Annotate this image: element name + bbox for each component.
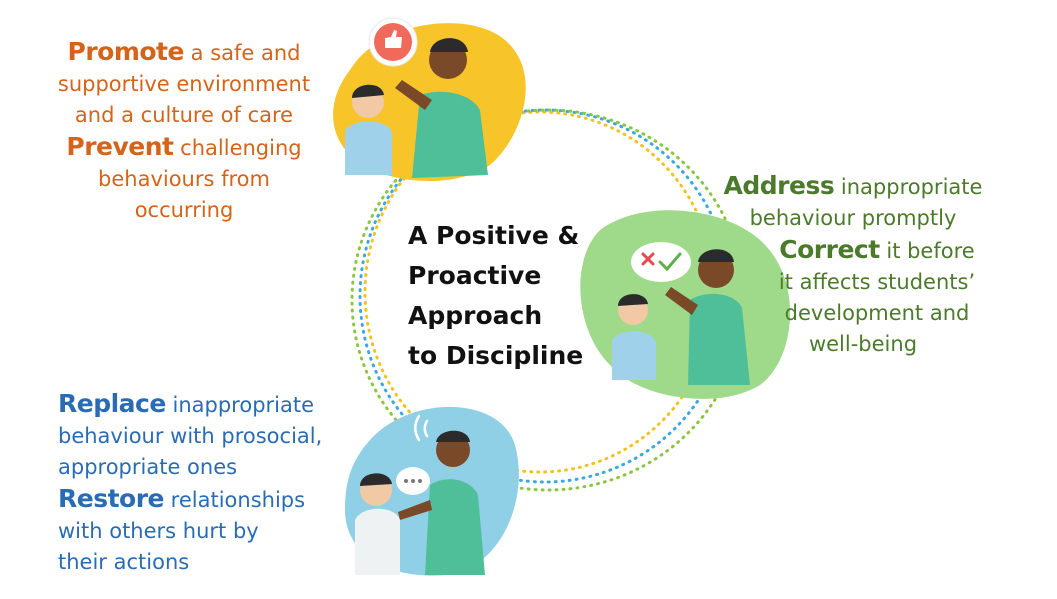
speech-dots-icon xyxy=(396,467,430,495)
keyword-address: Address xyxy=(723,171,835,200)
text-line: Correct it before xyxy=(779,235,975,264)
text-line: with others hurt by xyxy=(58,519,259,543)
keyword-replace: Replace xyxy=(58,389,166,418)
thumbs-up-icon xyxy=(368,17,418,67)
text-line: well-being xyxy=(808,332,918,356)
sound-waves-icon xyxy=(414,414,429,442)
center-title-line-3: Approach xyxy=(408,301,543,330)
text-line: development and xyxy=(784,301,970,325)
address-scene xyxy=(580,210,791,399)
text-line: Address inappropriate xyxy=(723,171,983,200)
text-line: and a culture of care xyxy=(74,103,294,127)
cross-check-icon xyxy=(631,242,691,282)
keyword-correct: Correct xyxy=(779,235,880,264)
center-title: A Positive & Proactive Approach to Disci… xyxy=(408,216,608,376)
keyword-restore: Restore xyxy=(58,484,165,513)
text-line: behaviour with prosocial, xyxy=(58,424,323,448)
text-line: behaviours from xyxy=(98,167,270,191)
promote-scene xyxy=(333,17,526,182)
text-line: behaviour promptly xyxy=(749,206,957,230)
promote-prevent-text: Promote a safe and supportive environmen… xyxy=(36,36,332,226)
text-line: Prevent challenging xyxy=(66,132,302,161)
replace-scene xyxy=(345,406,519,576)
center-title-line-2: Proactive xyxy=(408,261,542,290)
text-line: Promote a safe and xyxy=(67,37,301,66)
keyword-prevent: Prevent xyxy=(66,132,174,161)
center-title-line-4: to Discipline xyxy=(408,341,584,370)
address-correct-text: Address inappropriate behaviour promptly… xyxy=(698,170,1008,360)
text-line: their actions xyxy=(58,550,190,574)
text-line: occurring xyxy=(134,198,234,222)
text-line: appropriate ones xyxy=(58,455,238,479)
text-line: supportive environment xyxy=(57,72,311,96)
keyword-promote: Promote xyxy=(67,37,185,66)
text-line: Replace inappropriate xyxy=(58,389,315,418)
text-line: Restore relationships xyxy=(58,484,306,513)
text-line: it affects students’ xyxy=(778,270,976,294)
center-title-line-1: A Positive & xyxy=(408,221,580,250)
replace-restore-text: Replace inappropriate behaviour with pro… xyxy=(58,388,358,578)
